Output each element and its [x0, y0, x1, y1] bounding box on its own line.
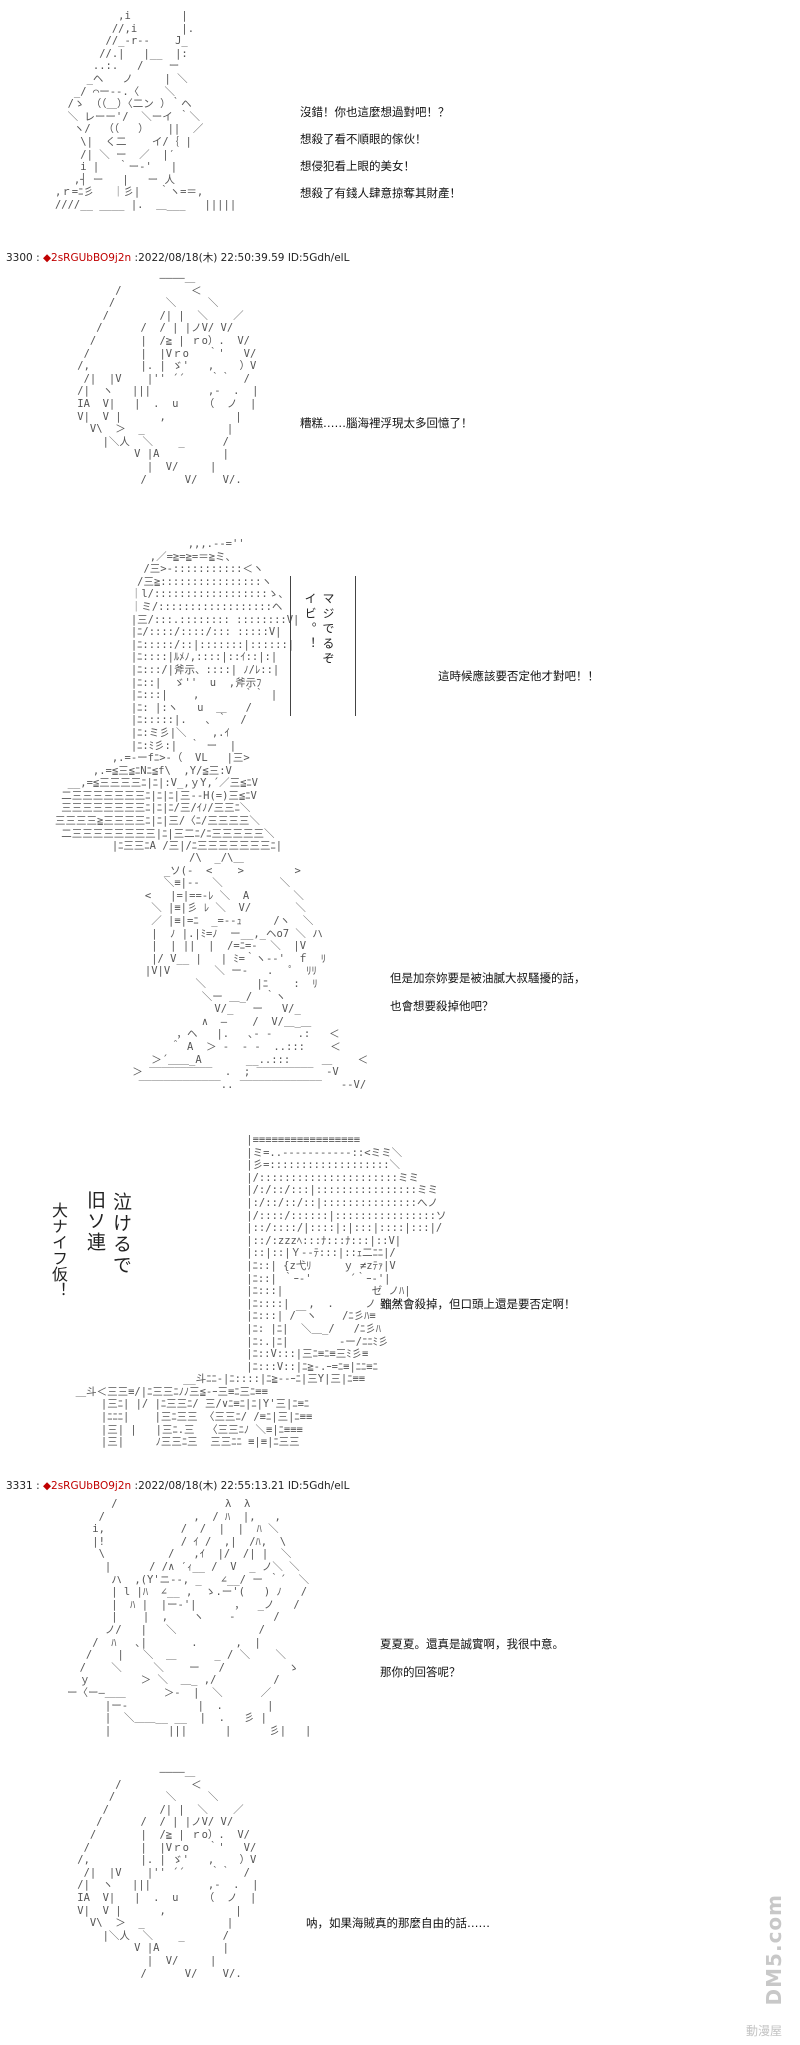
- post-number[interactable]: 3331: [6, 1480, 33, 1492]
- ascii-art-panel-1: ,i | //,i |. //_-r-- J_ //.| |__ |: ..:.…: [54, 10, 237, 211]
- site-watermark-text: 動漫屋: [745, 2024, 782, 2038]
- post-number[interactable]: 3300: [6, 252, 33, 264]
- dialogue-line: 呐，如果海賊真的那麼自由的話……: [306, 1916, 490, 1930]
- post-datetime: 2022/08/18(木) 22:50:39.59: [138, 252, 285, 264]
- dialogue-line: 雖然會殺掉，但口頭上還是要否定啊！: [380, 1297, 576, 1311]
- ascii-art-panel-3: ,,,.--='' ,／=≧=≧=＝≧ミ、 /三>-:::::::::::＜ヽ …: [54, 538, 300, 853]
- dialogue-line: 想殺了有錢人肆意掠奪其財產！: [300, 186, 461, 200]
- dialogue-line: 糟糕……腦海裡浮現太多回憶了！: [300, 416, 473, 430]
- ascii-art-panel-5: |≡≡≡≡≡≡≡≡≡≡≡≡≡≡≡≡≡ |ミ=..-----------::<ミミ…: [75, 1134, 447, 1449]
- speech-bubble-text: イビ。！: [303, 592, 317, 652]
- post-tripcode: ◆2sRGUbBO9j2n: [42, 252, 132, 264]
- sfx-text: 旧ソ連: [84, 1190, 106, 1253]
- ascii-art-panel-4: /\ _/\＿ _ソ(- < > > ＼≡|-- ＼ ＼ < |=|==-ﾚ ＼…: [132, 852, 369, 1091]
- dialogue-line: 但是加奈妳要是被油膩大叔騷擾的話，: [390, 971, 586, 985]
- ascii-art-panel-2: ――――＿ / ＜ / ＼ ＼ / /| | ＼ ／ / / / | |ノV/ …: [77, 272, 259, 486]
- dialogue-line: 夏夏夏。還真是誠實啊，我很中意。: [380, 1637, 564, 1651]
- ascii-art-panel-6: / λ λ / , / ﾊ |, , i, / / | | ﾊ ＼ |! / ｲ…: [66, 1498, 312, 1737]
- dialogue-line: 想殺了看不順眼的傢伙！: [300, 132, 427, 146]
- dialogue-line: 沒錯！你也這麼想過對吧！？: [300, 105, 450, 119]
- post-datetime: 2022/08/18(木) 22:55:13.21: [138, 1480, 285, 1492]
- dialogue-line: 那你的回答呢？: [380, 1665, 461, 1679]
- site-watermark-logo: DM5.com: [762, 1893, 786, 2005]
- ascii-art-panel-7: ――――＿ / ＜ / ＼ ＼ / /| | ＼ ／ / / / | |ノV/ …: [77, 1766, 259, 1980]
- sfx-small-text: 大ナイフ仮！: [49, 1202, 68, 1298]
- post-header: 3331 : ◆2sRGUbBO9j2n :2022/08/18(木) 22:5…: [6, 1480, 350, 1492]
- dialogue-line: 想侵犯看上眼的美女！: [300, 159, 415, 173]
- speech-bubble-frame: [290, 576, 356, 716]
- dialogue-line: 這時候應該要否定他才對吧！！: [438, 669, 599, 683]
- post-tripcode: ◆2sRGUbBO9j2n: [42, 1480, 132, 1492]
- post-header: 3300 : ◆2sRGUbBO9j2n :2022/08/18(木) 22:5…: [6, 252, 350, 264]
- post-id: ID:5Gdh/elL: [287, 252, 350, 264]
- sfx-text: 泣けるで: [110, 1192, 132, 1276]
- speech-bubble-text: マジでるぞ: [321, 592, 335, 667]
- dialogue-line: 也會想要殺掉他吧？: [390, 999, 494, 1013]
- post-id: ID:5Gdh/elL: [287, 1480, 350, 1492]
